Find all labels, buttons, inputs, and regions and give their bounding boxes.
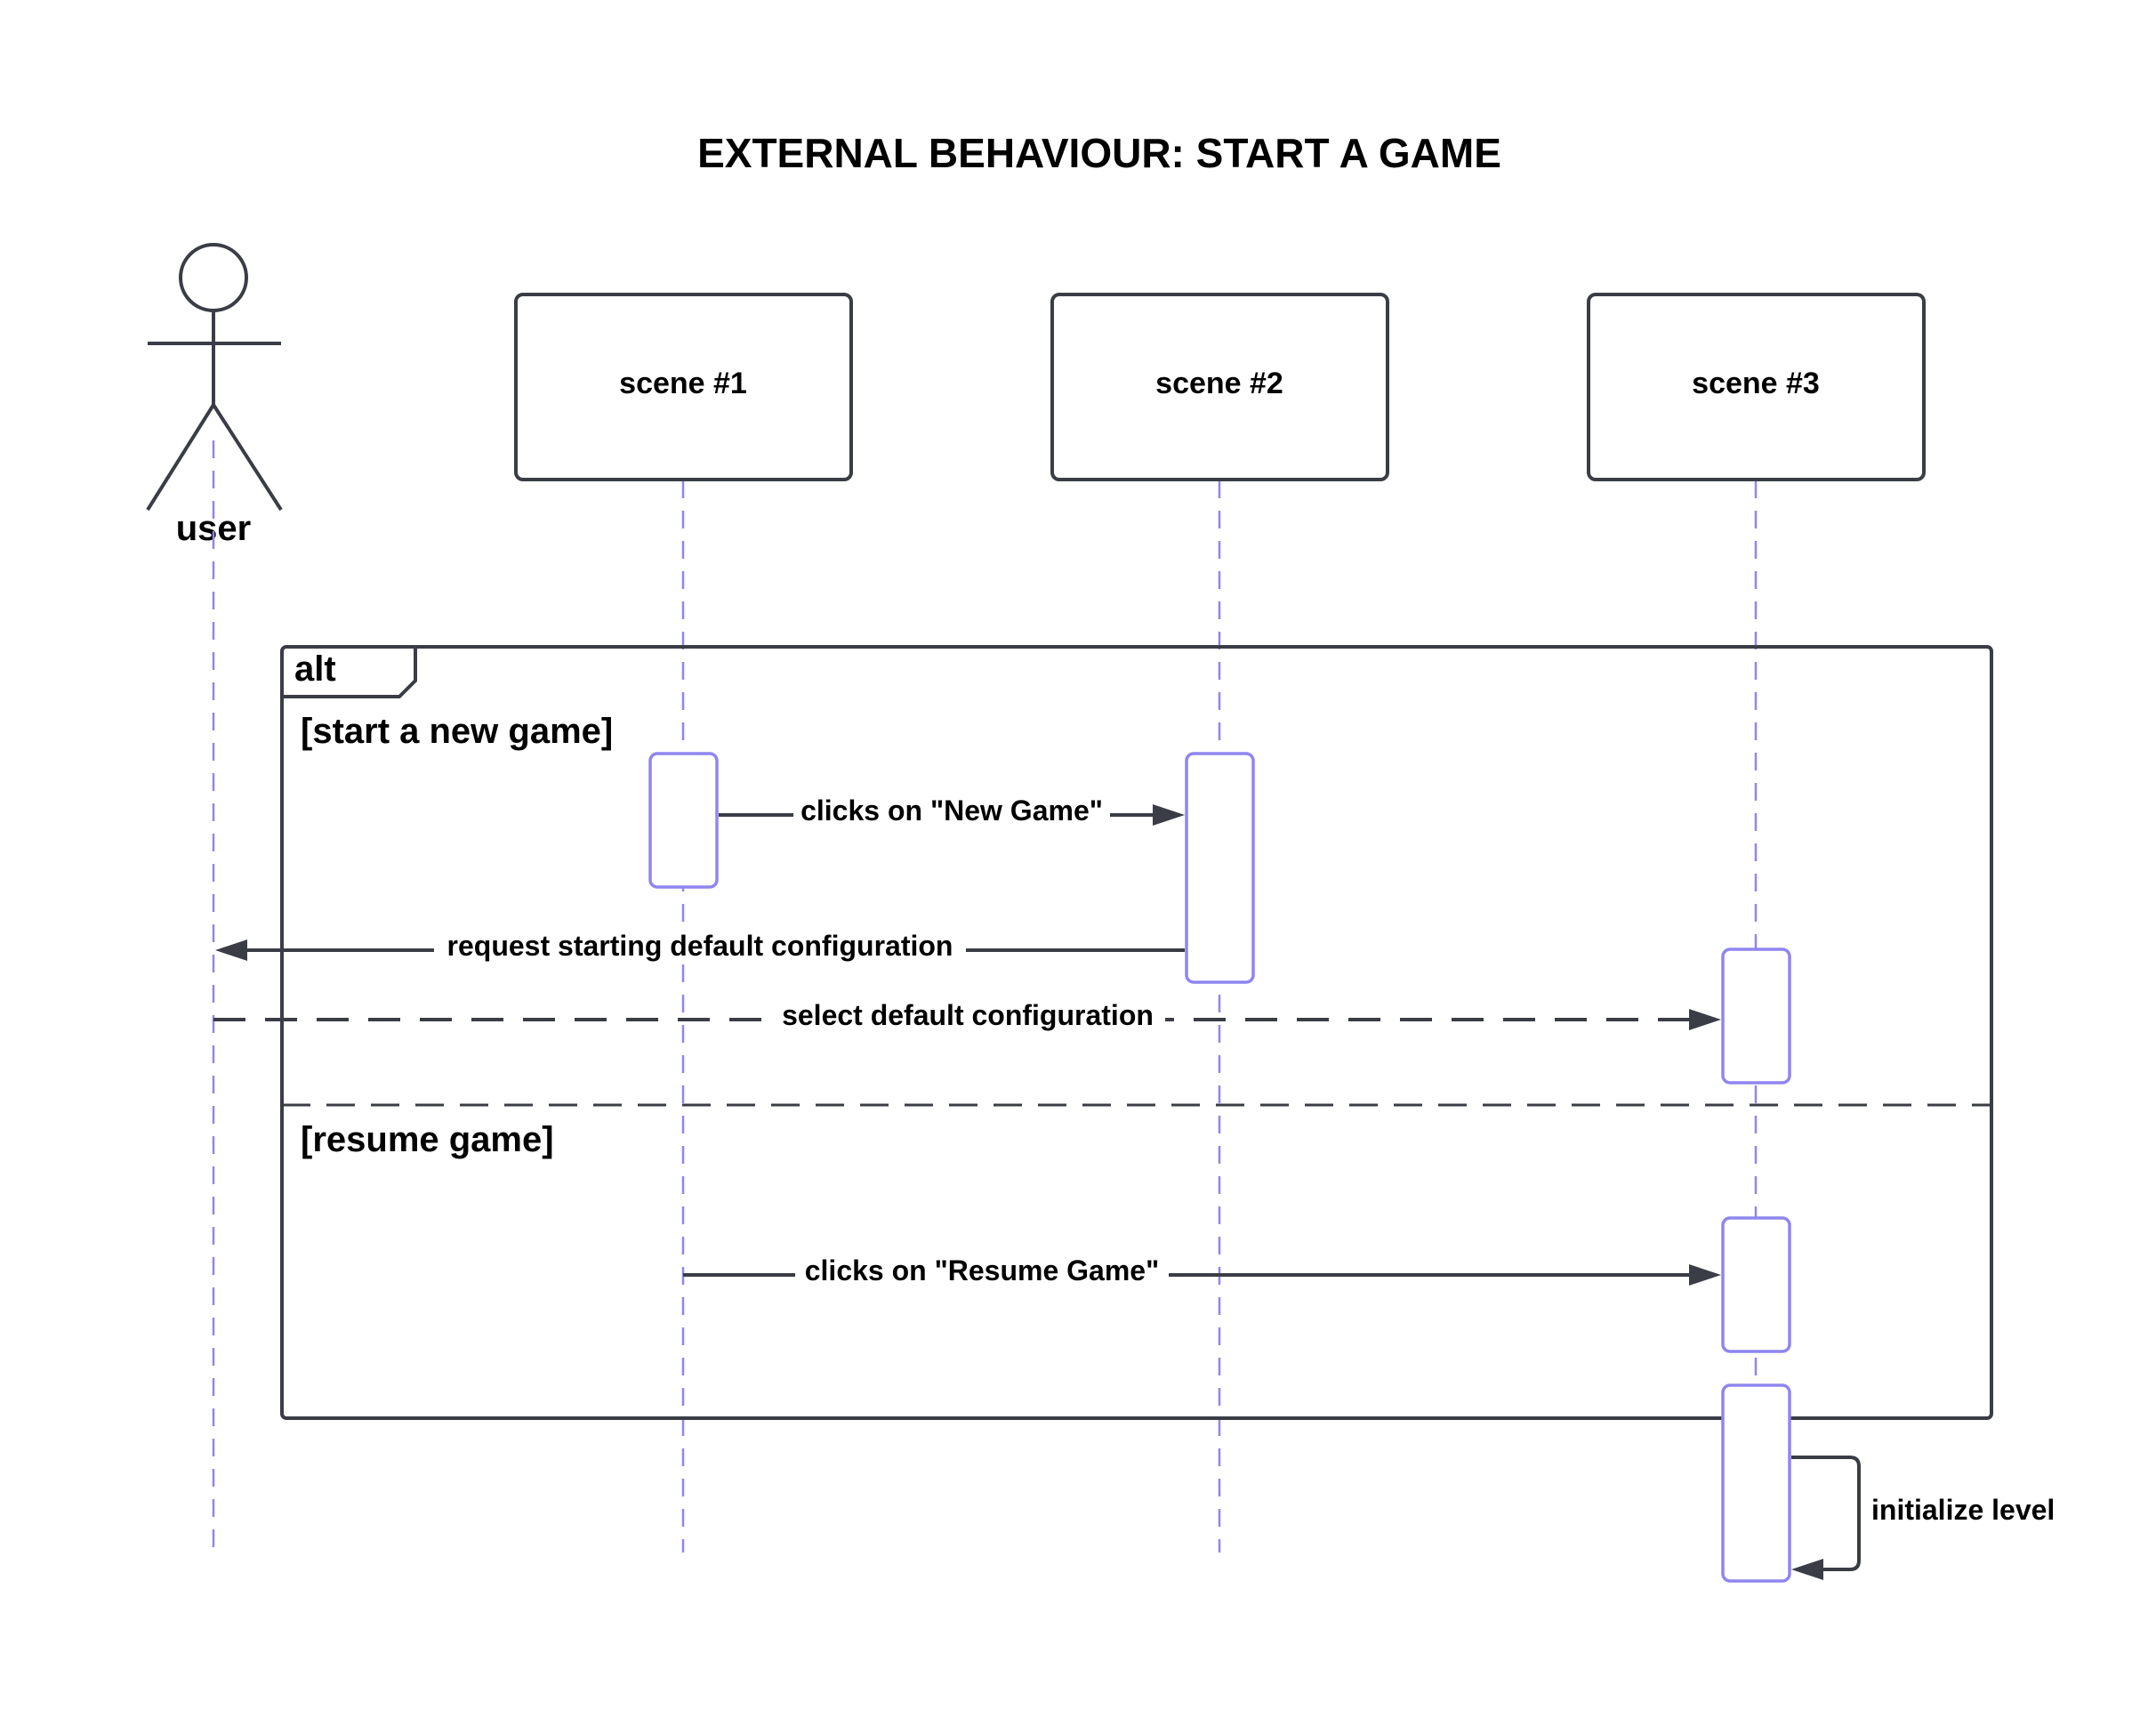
actor-left-leg [146, 403, 215, 512]
message-label: select default configuration [782, 999, 1154, 1031]
alt-fragment: alt [start a new game] [resume game] [280, 645, 1993, 1420]
message-line [1791, 1456, 1861, 1571]
participant-scene-1: scene #1 [514, 293, 853, 481]
participant-box [1587, 293, 1926, 481]
label-background [793, 792, 1110, 827]
label-background [795, 1252, 1169, 1287]
guard-resume-game: [resume game] [301, 1120, 554, 1159]
participant-box [514, 293, 853, 481]
activation-scene-3-config [1721, 948, 1791, 1085]
message-request-default-config: request starting default configuration [215, 927, 1185, 963]
activation-scene-3-init [1721, 1383, 1791, 1583]
label-background [434, 927, 966, 963]
activation-scene-2 [1185, 752, 1255, 984]
arrowhead [1689, 1264, 1721, 1286]
activation-scene-1 [648, 752, 719, 889]
fragment-operator: alt [294, 649, 336, 689]
arrowhead [1689, 1009, 1721, 1030]
actor-right-leg [212, 403, 283, 512]
participant-label: scene #1 [619, 367, 747, 400]
fragment-tag-box [282, 647, 417, 698]
actor-head [179, 243, 248, 312]
message-initialize-level: initialize level [1791, 1456, 2055, 1580]
participant-scene-3: scene #3 [1587, 293, 1926, 481]
arrowhead [215, 940, 247, 961]
participant-box [1050, 293, 1389, 481]
diagram-title: EXTERNAL BEHAVIOUR: START A GAME [697, 130, 1501, 176]
message-label: clicks on "New Game" [800, 794, 1103, 827]
message-label: request starting default configuration [447, 930, 953, 962]
message-clicks-new-game: clicks on "New Game" [719, 792, 1185, 827]
arrowhead [1153, 804, 1185, 826]
message-select-default-config: select default configuration [213, 996, 1721, 1032]
participant-label: scene #2 [1155, 367, 1283, 400]
fragment-frame [280, 645, 1993, 1420]
label-background [770, 996, 1165, 1032]
arrowhead [1791, 1559, 1823, 1580]
activation-scene-3-resume [1721, 1216, 1791, 1353]
guard-start-new-game: [start a new game] [301, 712, 613, 751]
participant-scene-2: scene #2 [1050, 293, 1389, 481]
message-label: initialize level [1871, 1494, 2055, 1526]
message-label: clicks on "Resume Game" [805, 1254, 1160, 1286]
message-clicks-resume-game: clicks on "Resume Game" [683, 1252, 1721, 1287]
participant-label: scene #3 [1692, 367, 1820, 400]
